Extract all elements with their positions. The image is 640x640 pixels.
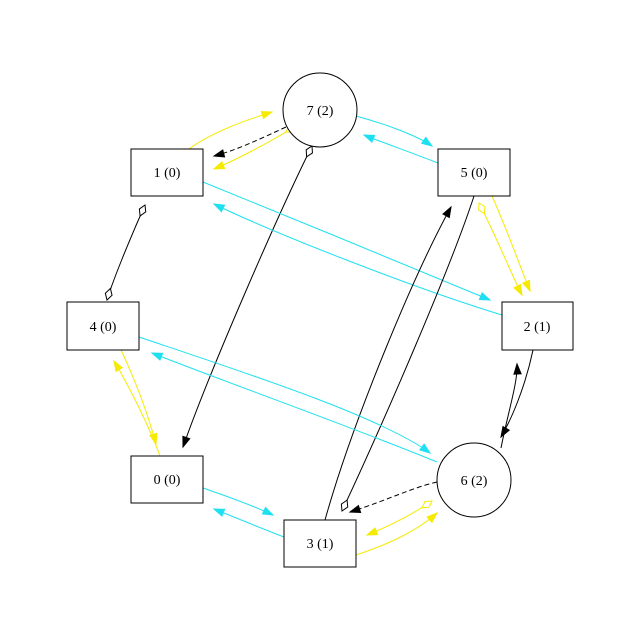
edge-5-to-3-arrowhead	[340, 499, 349, 512]
node-1-label: 1 (0)	[154, 166, 181, 181]
edge-2-to-6-arrowhead	[500, 425, 511, 439]
node-3-label: 3 (1)	[307, 537, 334, 552]
edge-0-to-3-cyan-line	[202, 487, 274, 516]
edge-5-to-7-arrowhead	[362, 134, 376, 143]
edge-6-to-3-arrowhead	[365, 527, 379, 536]
edge-7-to-1-black-line	[213, 126, 287, 157]
node-5: 5 (0)	[437, 148, 511, 197]
edge-1-to-7-arrowhead	[260, 110, 274, 120]
node-2-label: 2 (1)	[524, 320, 551, 335]
edge-6-to-3-black-line	[349, 481, 438, 513]
nodes-layer: 7 (2) 1 (0) 5 (0) 4 (0) 2 (1) 0 (0) 6 (2…	[66, 72, 574, 568]
edge-7-to-1-arrowhead	[212, 161, 226, 170]
edge-2-to-1-arrowhead	[212, 203, 226, 213]
edge-5-to-2-yellow-line	[491, 195, 531, 292]
edge-3-to-0-cyan-line	[213, 508, 285, 538]
edge-7-to-0-black-line	[182, 145, 313, 448]
edge-4-to-0-yellow-line	[120, 349, 157, 445]
node-4: 4 (0)	[66, 301, 140, 351]
edge-7-to-0-arrowhead	[182, 435, 191, 449]
edge-3-to-5-black-line	[324, 206, 452, 521]
edge-1-to-4-tail-diamond	[138, 204, 147, 217]
node-7: 7 (2)	[282, 72, 358, 148]
edge-5-to-2-tail-diamond	[478, 202, 486, 215]
node-7-label: 7 (2)	[307, 104, 334, 119]
edge-0-to-4-arrowhead	[113, 359, 124, 373]
edge-3-to-5-arrowhead	[442, 205, 452, 219]
edge-5-to-2-arrowhead	[513, 283, 523, 297]
edge-1-to-4-arrowhead	[104, 287, 113, 301]
edge-1-to-7-yellow-line	[188, 111, 273, 150]
node-0-label: 0 (0)	[154, 473, 181, 488]
edge-7-to-1-arrowhead	[212, 149, 226, 158]
edge-1-to-2-arrowhead	[478, 291, 492, 301]
edge-7-to-5-arrowhead	[420, 136, 434, 147]
node-1: 1 (0)	[130, 148, 204, 197]
node-6-label: 6 (2)	[461, 474, 488, 489]
edge-5-to-3-black-line	[341, 195, 475, 512]
edge-4-to-6-arrowhead	[418, 443, 432, 454]
node-2: 2 (1)	[501, 301, 574, 351]
edge-6-to-4-arrowhead	[150, 352, 164, 361]
edge-2-to-1-cyan-line	[213, 203, 503, 316]
edge-3-to-6-arrowhead	[426, 512, 439, 524]
node-0: 0 (0)	[130, 455, 204, 504]
edge-4-to-6-cyan-line	[138, 336, 431, 454]
node-4-label: 4 (0)	[90, 320, 117, 335]
edge-6-to-3-tail-diamond	[421, 500, 433, 509]
edge-3-to-0-arrowhead	[212, 508, 226, 517]
edges-layer	[104, 110, 534, 556]
edge-7-to-0-tail-diamond	[305, 145, 313, 158]
edge-6-to-4-cyan-line	[151, 352, 438, 463]
edge-1-to-4-black-line	[106, 204, 146, 301]
node-5-label: 5 (0)	[461, 166, 488, 181]
node-3: 3 (1)	[283, 519, 357, 568]
edge-1-to-2-cyan-line	[202, 181, 491, 301]
edge-0-to-4-yellow-line	[113, 360, 161, 457]
edge-5-to-2-arrowhead	[522, 279, 531, 293]
edge-7-to-5-cyan-line	[355, 115, 433, 147]
edge-6-to-3-arrowhead	[348, 504, 362, 513]
node-6: 6 (2)	[436, 442, 512, 518]
edge-6-to-3-yellow-line	[366, 500, 433, 536]
edge-7-to-1-yellow-line	[213, 125, 297, 170]
edge-0-to-3-arrowhead	[261, 506, 275, 516]
edge-6-to-2-arrowhead	[513, 362, 522, 375]
